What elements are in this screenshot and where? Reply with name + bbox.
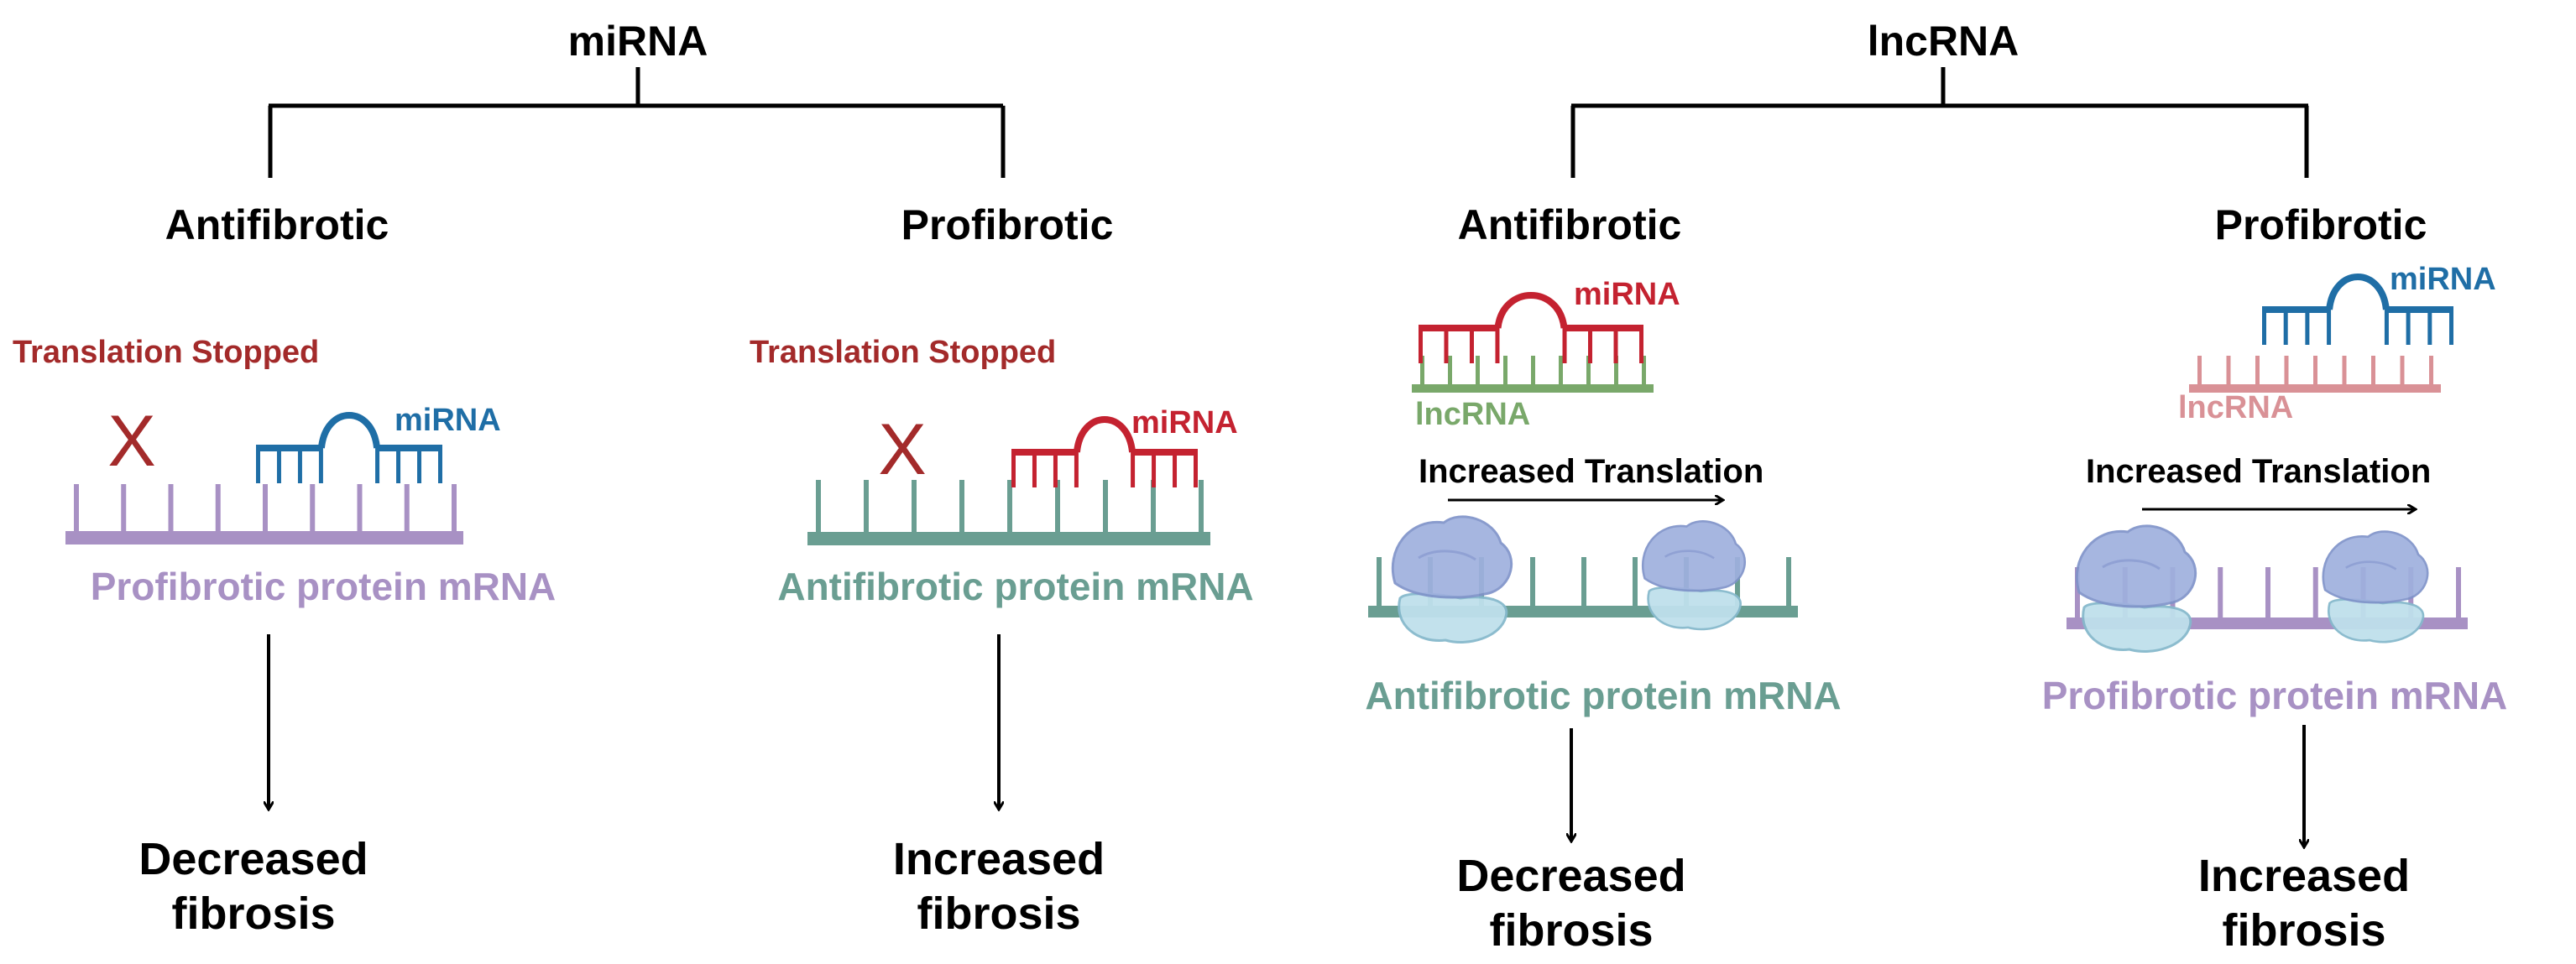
outcome-line-2: fibrosis [171, 888, 335, 939]
target-mrna-label: Profibrotic protein mRNA [91, 565, 556, 608]
translation-status: Increased Translation [1419, 453, 1763, 490]
ribosome [1391, 515, 1513, 644]
ribosome [2075, 524, 2197, 653]
outcome-line-1: Decreased [1456, 851, 1685, 901]
ribosome [2322, 530, 2429, 644]
lncrna-label: lncRNA [1415, 397, 1530, 432]
mirna-profibrotic-panel: Profibrotic Translation Stopped X miRNA … [750, 201, 1254, 939]
mirna-section-title: miRNA [568, 18, 708, 65]
target-mrna-label: Antifibrotic protein mRNA [1365, 674, 1841, 717]
lncrna-label: lncRNA [2178, 390, 2293, 425]
outcome-line-1: Increased [2198, 851, 2410, 901]
mirna-bracket [268, 67, 1006, 178]
blocked-x-mark: X [107, 401, 155, 482]
outcome-line-1: Increased [893, 834, 1105, 884]
mirna-strand [1419, 292, 1643, 363]
mirna-label: miRNA [1131, 405, 1238, 440]
translation-status: Translation Stopped [750, 335, 1056, 370]
lncrna-strand [1412, 356, 1654, 393]
target-mrna-label: Antifibrotic protein mRNA [777, 565, 1253, 608]
branch-heading: Profibrotic [901, 201, 1114, 248]
outcome-line-2: fibrosis [2222, 905, 2385, 956]
lncrna-section-title: lncRNA [1868, 18, 2020, 65]
lncrna-strand [2189, 356, 2441, 393]
outcome-line-2: fibrosis [917, 888, 1080, 939]
translation-status: Increased Translation [2086, 453, 2431, 490]
mirna-label: miRNA [1574, 277, 1680, 312]
profibrotic-mrna-strand [65, 484, 463, 545]
blocked-x-mark: X [878, 409, 926, 490]
outcome-line-2: fibrosis [1489, 905, 1653, 956]
target-mrna-label: Profibrotic protein mRNA [2042, 674, 2508, 717]
mirna-label: miRNA [394, 403, 501, 438]
branch-heading: Antifibrotic [165, 201, 389, 248]
antifibrotic-mrna-strand [807, 480, 1210, 545]
outcome-line-1: Decreased [138, 834, 368, 884]
ribosome [1642, 520, 1746, 631]
mirna-label: miRNA [2390, 262, 2496, 297]
lncrna-bracket [1570, 67, 2309, 178]
mirna-antifibrotic-panel: Antifibrotic Translation Stopped X miRNA… [13, 201, 556, 939]
branch-heading: Profibrotic [2215, 201, 2427, 248]
translation-status: Translation Stopped [13, 335, 319, 370]
mirna-strand [256, 412, 442, 483]
lncrna-profibrotic-panel: Profibrotic miRNA lncRNA Increased Trans… [2042, 201, 2508, 956]
lncrna-antifibrotic-panel: Antifibrotic miRNA lncRNA Increased Tran… [1365, 201, 1841, 956]
branch-heading: Antifibrotic [1458, 201, 1682, 248]
mirna-strand [1011, 416, 1198, 487]
mirna-strand [2262, 274, 2453, 345]
